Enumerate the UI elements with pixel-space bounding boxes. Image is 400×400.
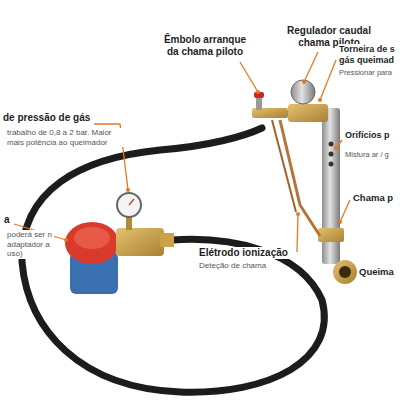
callout-title: Queima [358, 266, 395, 277]
callout-note: trabalho de 0,8 a 2 bar. Maior mais potê… [6, 128, 124, 147]
callout-title: Torneira de s gás queimad [338, 44, 398, 66]
pressure-regulator [116, 228, 164, 256]
callout-title: Êmbolo arranque da chama piloto [160, 34, 250, 58]
pilot-fitting [318, 228, 344, 242]
callout-note: poderá ser n adaptador a uso) [6, 230, 54, 259]
pilot-copper-tube [280, 120, 320, 236]
callout-note: Deteção de chama [198, 261, 267, 271]
bottle-valve-top [74, 227, 110, 249]
callout-title: de pressão de gás [2, 112, 91, 124]
start-plunger [256, 96, 262, 110]
gauge-needle [129, 199, 134, 205]
burner-outlet-hole [339, 266, 351, 278]
callout-title: Chama p [352, 192, 394, 203]
leader-dots [64, 80, 342, 242]
callout-note: Mistura ar / g [344, 150, 390, 159]
air-holes [329, 142, 334, 167]
bottle-valve [65, 222, 119, 264]
callout-title: a [3, 214, 11, 226]
callout-title: Orifícios p [344, 130, 391, 141]
callout-title: Elétrodo ionização [198, 247, 289, 259]
leader-lines [14, 52, 355, 274]
burner-outlet [333, 260, 357, 284]
gas-hose [22, 128, 324, 392]
callout-note: Pressionar para [338, 68, 393, 77]
pressure-gauge [117, 193, 141, 217]
hose-fitting [160, 233, 174, 247]
ionization-electrode [272, 120, 296, 212]
gas-valve-body [288, 104, 328, 122]
pilot-flow-knob [291, 80, 315, 104]
